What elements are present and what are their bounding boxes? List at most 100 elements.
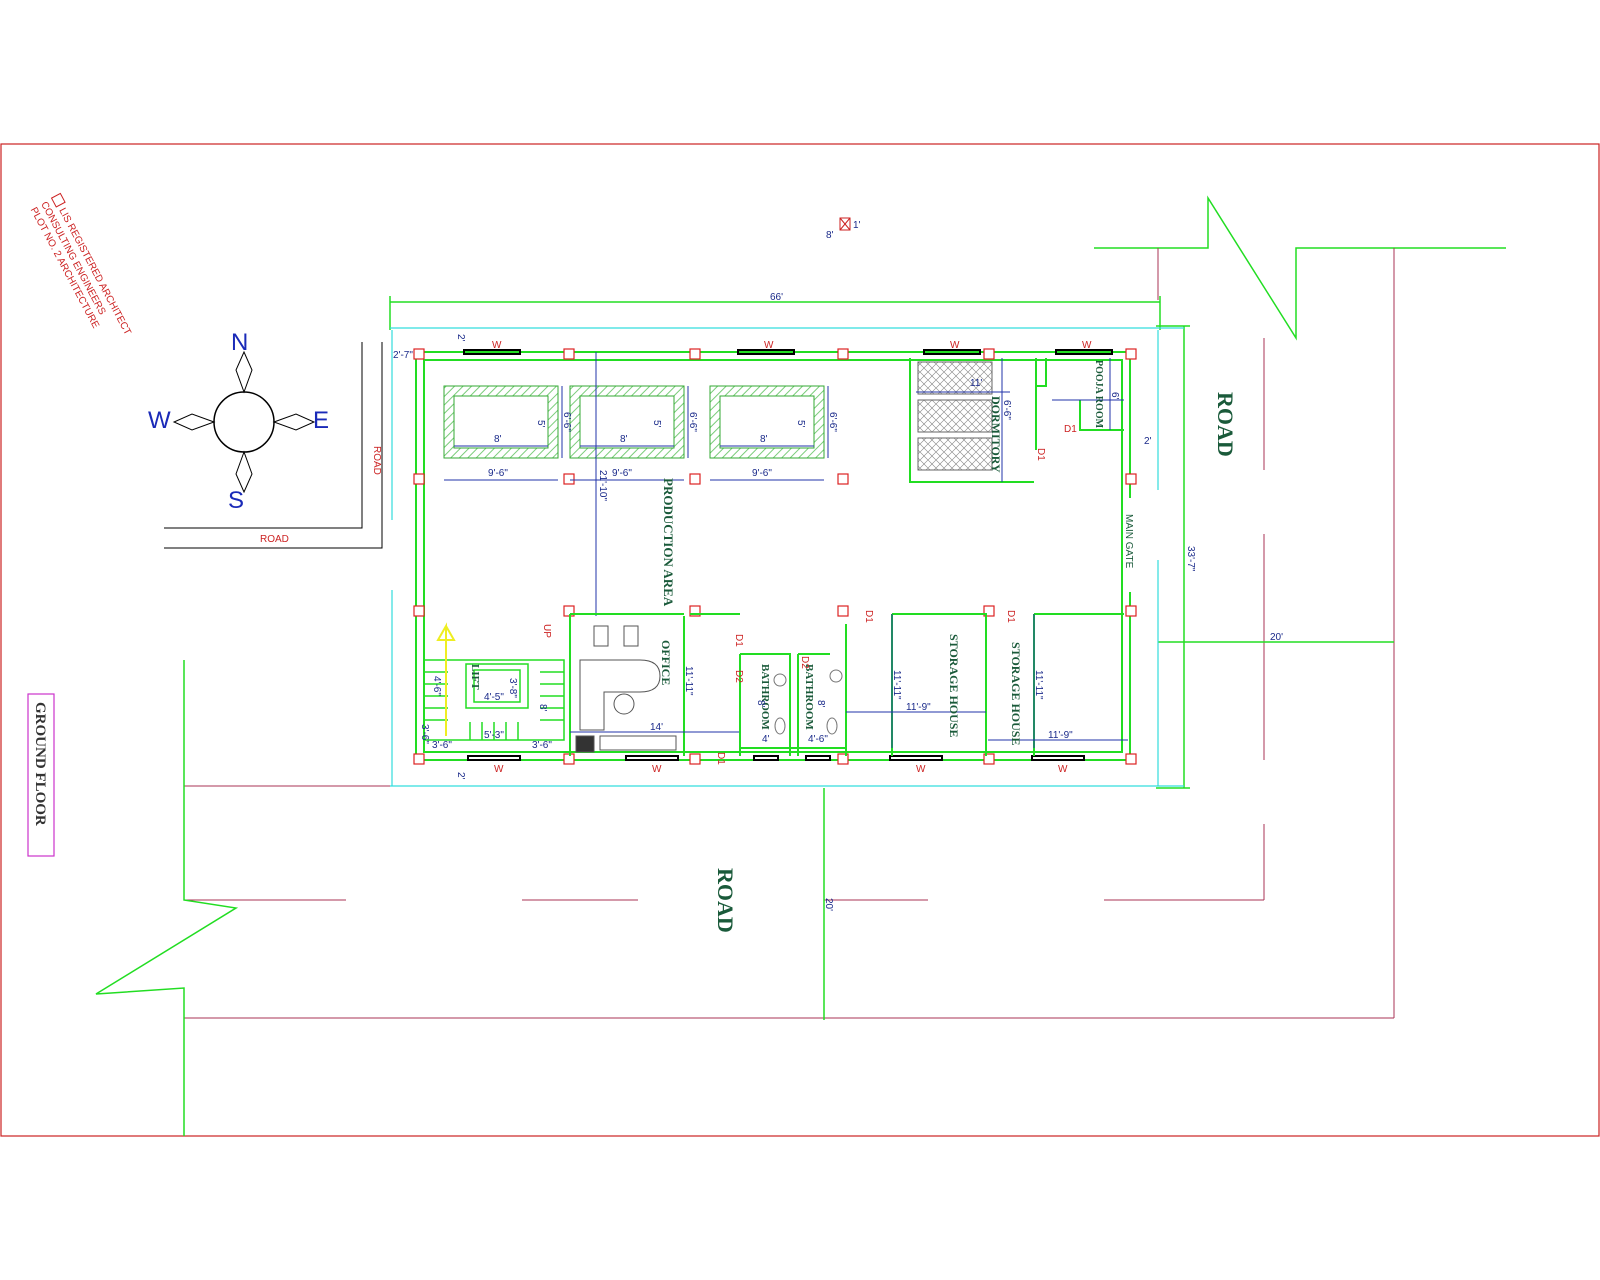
side-road-label-vertical: ROAD bbox=[371, 446, 382, 475]
dormitory-label: DORMITORY bbox=[989, 396, 1003, 473]
compass-n: N bbox=[231, 329, 248, 356]
production-area-label: PRODUCTION AREA bbox=[661, 478, 676, 607]
setback-right-dim: 2' bbox=[1144, 436, 1152, 447]
marker-dim-2: 8' bbox=[826, 230, 834, 241]
door-tag-office: D1 bbox=[733, 634, 744, 647]
door-tag-storage1: D1 bbox=[863, 610, 874, 623]
east-road-width-dim: 20' bbox=[1270, 632, 1283, 643]
window-tag-5: W bbox=[494, 764, 504, 775]
tank3-outer-dim: 9'-6" bbox=[752, 468, 772, 479]
pooja-room: 6' POOJA ROOM bbox=[1035, 358, 1124, 450]
stair-dim-c: 3'-6" bbox=[432, 740, 452, 751]
side-road-label-horizontal: ROAD bbox=[260, 534, 289, 545]
window-tag-1: W bbox=[492, 340, 502, 351]
level-marker: 1' 8' bbox=[826, 217, 861, 241]
compass-e: E bbox=[313, 407, 329, 434]
stair-dim-d: 3'-6" bbox=[532, 740, 552, 751]
office-room: 14' 11'-11" OFFICE bbox=[569, 613, 740, 756]
storage2-w-dim: 11'-9" bbox=[1048, 730, 1073, 741]
office-d-dim: 11'-11" bbox=[683, 666, 694, 696]
tank3-len-dim: 8' bbox=[760, 434, 768, 445]
window-tag-2: W bbox=[764, 340, 774, 351]
structural-columns bbox=[413, 348, 1137, 765]
dorm-w-dim: 6'-6" bbox=[1001, 400, 1012, 420]
road-label-south: ROAD bbox=[713, 868, 738, 933]
lift-label: LIFT bbox=[469, 664, 481, 690]
lift-dim-a: 4'-5" bbox=[484, 692, 504, 703]
pooja-dim: 6' bbox=[1109, 392, 1120, 400]
bathroom-1-label: BATHROOM bbox=[759, 664, 771, 730]
building-walls: MAIN GATE bbox=[415, 349, 1138, 761]
door-tag-storage2: D1 bbox=[1005, 610, 1016, 623]
compass-w: W bbox=[148, 407, 171, 434]
office-w-dim: 14' bbox=[650, 722, 663, 733]
door-tag-bath2: D2 bbox=[799, 656, 810, 669]
pooja-room-label: POOJA ROOM bbox=[1093, 360, 1104, 429]
road-label-east: ROAD bbox=[1213, 392, 1238, 457]
ground-floor-title: GROUND FLOOR bbox=[27, 693, 55, 857]
tank3-w-dim: 5' bbox=[795, 420, 806, 428]
tank1-len-dim: 8' bbox=[494, 434, 502, 445]
stair-lift-core: UP LIFT 4'-5" 3'-8" 4'-6" 3'-6" 5'-3" 3'… bbox=[419, 622, 565, 751]
tank1-outer-w-dim: 6'-6" bbox=[561, 412, 572, 432]
sheet-border bbox=[0, 143, 1600, 1137]
dormitory-room: 11' 6'-6" DORMITORY bbox=[909, 358, 1034, 483]
storage-house-1-label: STORAGE HOUSE bbox=[947, 634, 961, 737]
window-tag-4: W bbox=[1082, 340, 1092, 351]
main-gate-label: MAIN GATE bbox=[1123, 514, 1134, 569]
production-tanks: 8' 8' 8' 5' 5' 5' 9'-6" 9'-6" 9'-6" 6'-6… bbox=[443, 385, 838, 481]
compass-s: S bbox=[228, 487, 244, 514]
dorm-len-dim: 11' bbox=[970, 378, 982, 389]
setback-bottom-dim: 2' bbox=[455, 772, 466, 780]
tank2-outer-dim: 9'-6" bbox=[612, 468, 632, 479]
door-tag-dorm: D1 bbox=[1035, 448, 1046, 461]
overall-depth-dim: 33'-7" bbox=[1185, 546, 1196, 572]
stair-dim-e: 8' bbox=[537, 704, 548, 712]
bathrooms: BATHROOM BATHROOM 4' 4'-6" 8' 8' bbox=[739, 624, 847, 756]
architect-stamp: LIS REGISTERED ARCHITECT CONSULTING ENGI… bbox=[28, 192, 133, 337]
stair-dim-a: 3'-6" bbox=[419, 724, 430, 744]
storage-houses: 11'-9" 11'-9" 11'-11" 11'-11" STORAGE HO… bbox=[846, 613, 1128, 756]
lift-dim-b: 3'-8" bbox=[507, 678, 518, 698]
marker-dim-1: 1' bbox=[853, 220, 861, 231]
road-outlines: ROAD ROAD bbox=[95, 195, 1506, 1136]
window-tags: W W W W W W W W bbox=[492, 340, 1092, 775]
window-tag-7: W bbox=[916, 764, 926, 775]
production-depth-dim: 21'-10" bbox=[597, 470, 608, 501]
window-tag-8: W bbox=[1058, 764, 1068, 775]
storage2-d-dim: 11'-11" bbox=[1033, 670, 1044, 700]
tank1-w-dim: 5' bbox=[535, 420, 546, 428]
lift-dim-c: 4'-6" bbox=[431, 676, 442, 696]
door-tag-pooja: D1 bbox=[1064, 424, 1077, 435]
south-road-width-dim: 20' bbox=[823, 898, 834, 911]
window-tag-6: W bbox=[652, 764, 662, 775]
storage-house-2-label: STORAGE HOUSE bbox=[1009, 642, 1023, 745]
tank3-outer-w-dim: 6'-6" bbox=[827, 412, 838, 432]
setback-top-dim: 2' bbox=[455, 334, 466, 342]
window-tag-3: W bbox=[950, 340, 960, 351]
tank2-outer-w-dim: 6'-6" bbox=[687, 412, 698, 432]
tank2-w-dim: 5' bbox=[651, 420, 662, 428]
site-dimensions: 66' 33'-7" 20' 20' 2'-7" 2' 2' 2' bbox=[389, 292, 1394, 1020]
office-label: OFFICE bbox=[659, 640, 673, 685]
storage1-w-dim: 11'-9" bbox=[906, 702, 931, 713]
overall-width-dim: 66' bbox=[770, 292, 783, 303]
storage1-d-dim: 11'-11" bbox=[891, 670, 902, 700]
bath2-w-dim: 4'-6" bbox=[808, 734, 828, 745]
stair-dim-b: 5'-3" bbox=[484, 730, 504, 741]
door-tag-bath1: D2 bbox=[733, 670, 744, 683]
setback-left-dim: 2'-7" bbox=[393, 350, 413, 361]
bath2-d-dim: 8' bbox=[815, 700, 826, 708]
bathroom-2-label: BATHROOM bbox=[803, 664, 815, 730]
bath1-w-dim: 4' bbox=[762, 734, 770, 745]
tank2-len-dim: 8' bbox=[620, 434, 628, 445]
north-compass: N E S W bbox=[148, 329, 329, 514]
side-road-sketch: ROAD ROAD bbox=[164, 342, 383, 549]
bath1-d-dim: 8' bbox=[755, 700, 766, 708]
tank1-outer-dim: 9'-6" bbox=[488, 468, 508, 479]
door-tag-south: D1 bbox=[715, 752, 726, 765]
door-tags: D1 D1 D1 D1 D1 D2 D2 D1 bbox=[715, 424, 1077, 765]
floor-title-text: GROUND FLOOR bbox=[32, 702, 48, 826]
stairs-up-label: UP bbox=[541, 624, 552, 638]
